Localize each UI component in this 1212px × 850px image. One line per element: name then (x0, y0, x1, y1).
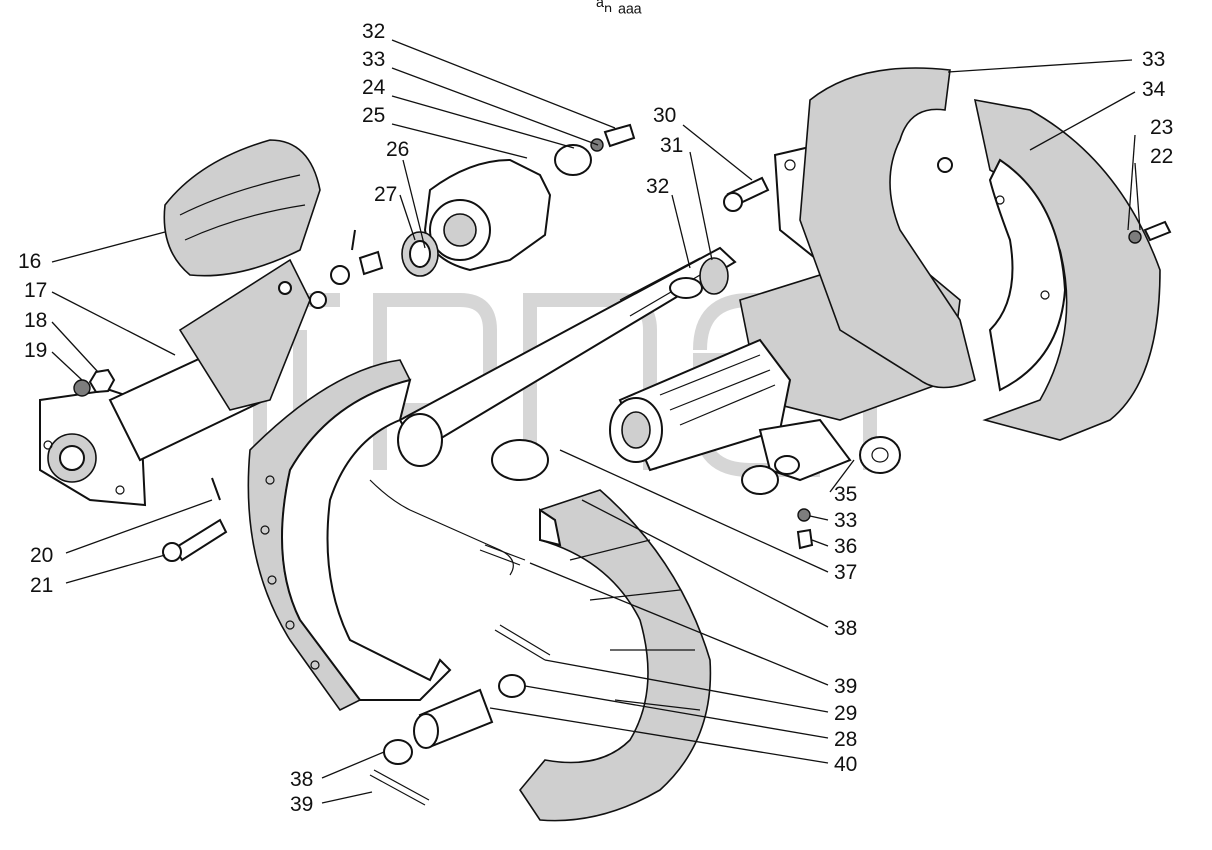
header-mark: ᵃₙ ₐₐₐ (596, 0, 642, 17)
callout-18: 18 (24, 309, 47, 332)
actuator-assembly (330, 123, 636, 285)
callout-39-right: 39 (834, 675, 857, 698)
callout-35: 35 (834, 483, 857, 506)
callout-40: 40 (834, 753, 857, 776)
callout-33-lower: 33 (834, 509, 857, 532)
callout-38-right: 38 (834, 617, 857, 640)
callout-23: 23 (1150, 116, 1173, 139)
callout-16: 16 (18, 250, 41, 273)
callout-30: 30 (653, 104, 676, 127)
callout-34: 34 (1142, 78, 1166, 101)
callout-31: 31 (660, 134, 683, 157)
brake-shoe-left (247, 359, 452, 712)
callout-17: 17 (24, 279, 47, 302)
callout-labels: 32 33 24 25 26 27 30 31 32 33 34 23 22 1… (18, 20, 1173, 816)
nut-washer-18-19 (73, 368, 116, 397)
cam-shaft (397, 246, 737, 467)
callout-27: 27 (374, 183, 397, 206)
axle-housing (39, 139, 327, 507)
pin-20-bolt-21 (162, 477, 228, 562)
callout-25: 25 (362, 104, 385, 127)
bolt-36-washer-33 (796, 508, 814, 550)
anchor-pin-28 (413, 688, 494, 749)
callout-20: 20 (30, 544, 53, 567)
callout-36: 36 (834, 535, 857, 558)
bolt-30 (723, 176, 770, 212)
callout-33-top: 33 (362, 48, 385, 71)
roller-spring-assembly (369, 439, 549, 576)
callout-26: 26 (386, 138, 409, 161)
spring-29 (494, 624, 551, 661)
callout-21: 21 (30, 574, 53, 597)
callout-28: 28 (834, 728, 857, 751)
leader-lines (51, 39, 1141, 804)
bolt-22-washer-23 (1128, 220, 1172, 244)
dust-shield-33 (799, 67, 976, 389)
callout-32-top: 32 (362, 20, 385, 43)
callout-19: 19 (24, 339, 47, 362)
callout-33-right: 33 (1142, 48, 1165, 71)
callout-29: 29 (834, 702, 857, 725)
callout-32-mid: 32 (646, 175, 669, 198)
spring-39-lower (369, 769, 430, 806)
callout-38-left: 38 (290, 768, 313, 791)
dust-shield-34 (973, 98, 1161, 441)
callout-37: 37 (834, 561, 857, 584)
callout-39-left: 39 (290, 793, 313, 816)
callout-22: 22 (1150, 145, 1173, 168)
brake-shoe-right (519, 489, 712, 822)
callout-24: 24 (362, 76, 386, 99)
